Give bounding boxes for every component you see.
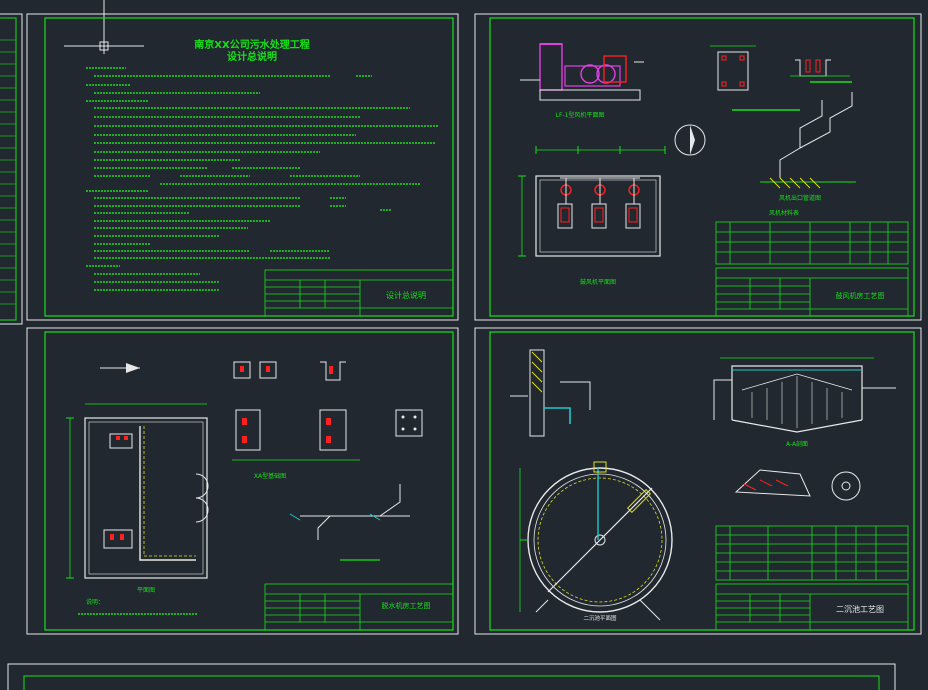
sheet3-north-arrow-icon xyxy=(100,363,140,373)
clarifier-material-table xyxy=(715,525,909,581)
sheet-blower-room[interactable]: LF-1型风机平面图 xyxy=(474,13,922,321)
blower-elevation xyxy=(520,43,644,101)
dewatering-pipe-detail xyxy=(289,484,410,561)
sheet-dewatering-room[interactable]: 平面图 XA型基础图 xyxy=(26,327,459,635)
blower-detail-caption: 风机出口管道图 xyxy=(779,194,821,202)
clarifier-scraper-detail xyxy=(734,469,861,501)
clarifier-plan-caption: 二沉池平面图 xyxy=(583,614,617,622)
blower-room-plan xyxy=(518,146,666,257)
sheet3-title-block xyxy=(264,583,454,631)
clarifier-section-caption: A-A剖面 xyxy=(786,440,808,448)
dewatering-detail-caption: XA型基础图 xyxy=(254,472,286,480)
clarifier-section-aa xyxy=(713,357,896,433)
sheet1-title-block xyxy=(264,269,454,317)
sheet4-title-block xyxy=(715,583,909,631)
sheet1-title-line1: 南京XX公司污水处理工程 xyxy=(194,38,309,51)
blower-foundation-details xyxy=(710,45,852,111)
sheet2-title-block xyxy=(715,267,909,317)
left-partial-table xyxy=(0,39,16,305)
sheet1-title-block-name: 设计总说明 xyxy=(386,290,426,300)
sheet3-notes-label: 说明： xyxy=(86,598,104,606)
sheet1-note-lines xyxy=(86,67,438,291)
sheet-design-notes[interactable]: 南京XX公司污水处理工程 设计总说明 xyxy=(26,13,459,321)
sheet1-title-line2: 设计总说明 xyxy=(227,50,277,63)
sheet4-title-block-name: 二沉池工艺图 xyxy=(836,604,884,614)
sheet2-title-block-name: 鼓风机房工艺图 xyxy=(836,291,885,300)
clarifier-plan xyxy=(519,461,673,621)
left-partial-sheet xyxy=(0,13,23,325)
sheet3-title-block-name: 脱水机房工艺图 xyxy=(382,601,431,610)
crosshair-cursor xyxy=(64,0,144,54)
dewatering-foundation-details xyxy=(232,361,423,461)
bottom-partial-sheet xyxy=(7,663,896,690)
sheet-secondary-clarifier[interactable]: A-A剖面 二沉池平面图 xyxy=(474,327,922,635)
blower-material-table xyxy=(715,221,909,265)
blower-plan-caption: 鼓风机平面图 xyxy=(580,278,616,286)
blower-table-title: 风机材料表 xyxy=(769,209,799,217)
dewatering-plan-caption: 平面图 xyxy=(137,587,155,594)
dewatering-room-plan xyxy=(66,403,209,579)
north-arrow-icon xyxy=(674,124,706,156)
blower-pipe-detail xyxy=(760,92,856,189)
blower-elevation-caption: LF-1型风机平面图 xyxy=(556,111,605,119)
clarifier-inlet-detail xyxy=(510,349,591,437)
